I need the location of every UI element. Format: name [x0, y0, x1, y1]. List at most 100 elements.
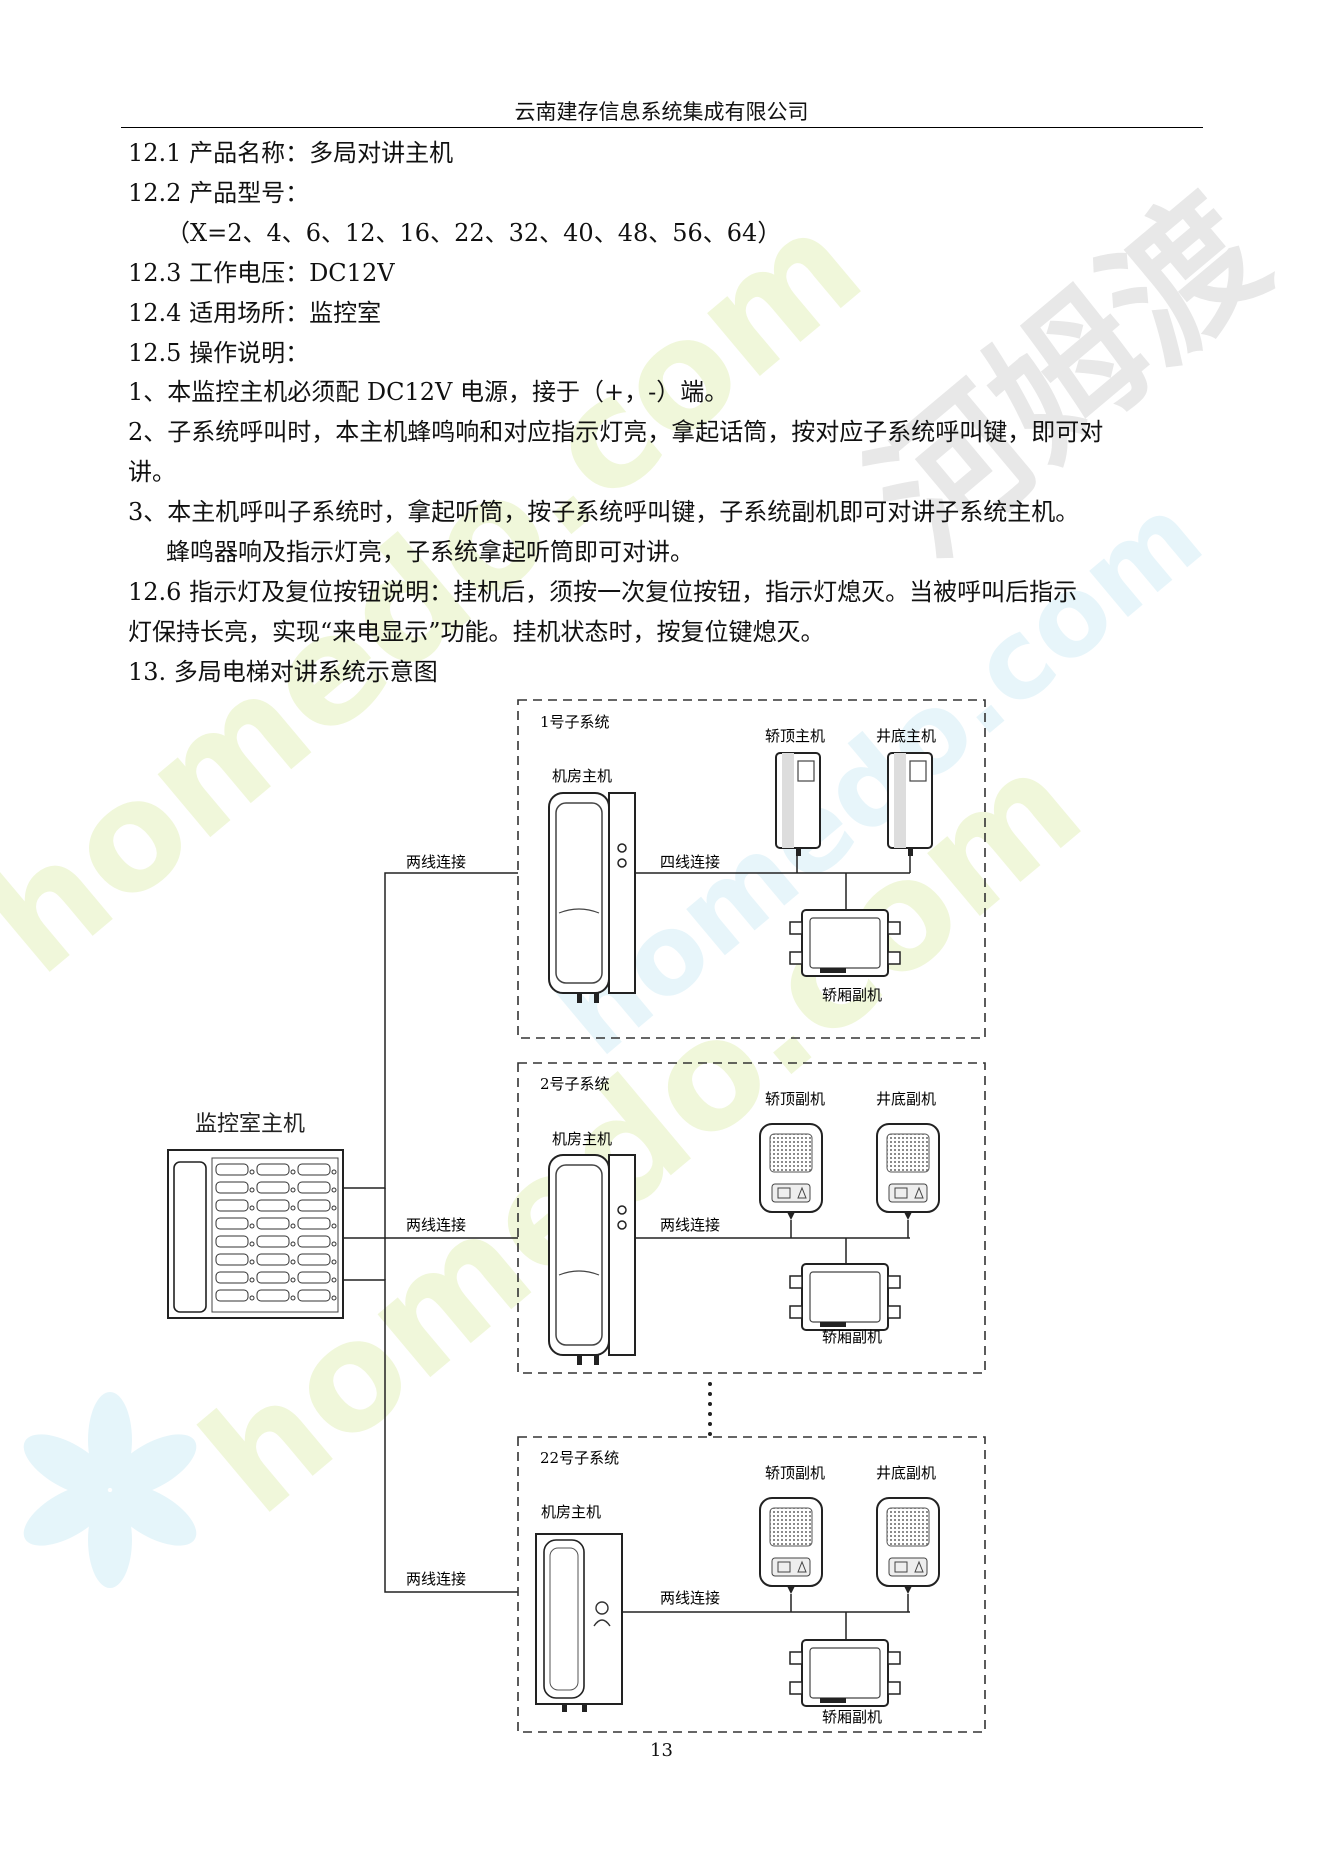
subsystem-1-top-unit-label: 轿顶主机: [765, 727, 825, 745]
header-rule: [121, 127, 1203, 128]
text-line-operation-2b: 讲。: [128, 458, 176, 486]
monitor-call-key: [215, 1289, 249, 1302]
text-line-indicator-b: 灯保持长亮，实现“来电显示”功能。挂机状态时，按复位键熄灭。: [128, 618, 825, 646]
monitor-indicator-light: [290, 1205, 296, 1211]
text-line-indicator: 12.6 指示灯及复位按钮说明：挂机后，须按一次复位按钮，指示灯熄灭。当被呼叫后…: [128, 578, 1078, 606]
monitor-indicator-light: [331, 1205, 337, 1211]
monitor-indicator-light: [331, 1241, 337, 1247]
monitor-call-key: [215, 1253, 249, 1266]
monitor-call-key: [256, 1253, 290, 1266]
subsystem-22-right-link-label: 两线连接: [660, 1589, 720, 1607]
monitor-call-key: [256, 1289, 290, 1302]
subsystem-2-room-host-label: 机房主机: [552, 1130, 612, 1148]
monitor-indicator-light: [249, 1295, 255, 1301]
monitor-indicator-light: [290, 1259, 296, 1265]
monitor-indicator-light: [249, 1187, 255, 1193]
monitor-indicator-light: [331, 1277, 337, 1283]
subsystem-22-car-unit-label: 轿厢副机: [822, 1708, 882, 1726]
monitor-call-key: [256, 1271, 290, 1284]
text-line-operation-3b: 蜂鸣器响及指示灯亮，子系统拿起听筒即可对讲。: [166, 538, 694, 566]
monitor-indicator-light: [249, 1205, 255, 1211]
monitor-call-key: [297, 1199, 331, 1212]
monitor-indicator-light: [331, 1223, 337, 1229]
monitor-indicator-light: [249, 1241, 255, 1247]
monitor-call-key: [297, 1163, 331, 1176]
text-line-model: 12.2 产品型号：: [128, 179, 310, 207]
monitor-call-key: [297, 1271, 331, 1284]
text-line-product-name: 12.1 产品名称：多局对讲主机: [128, 139, 454, 167]
monitor-call-key: [215, 1217, 249, 1230]
subsystem-22-top-unit-label: 轿顶副机: [765, 1464, 825, 1482]
subsystem-1-pit-unit-label: 井底主机: [876, 727, 936, 745]
monitor-call-key: [256, 1199, 290, 1212]
subsystem-1: 1号子系统 机房主机 两线连接 四线连接 轿顶主机 井底主机 轿厢副机: [406, 699, 986, 1039]
monitor-host-device: [167, 1149, 344, 1319]
subsystem-22-top-unit-device: [759, 1497, 823, 1595]
monitor-indicator-light: [249, 1259, 255, 1265]
subsystem-2-left-link-label: 两线连接: [406, 1216, 466, 1234]
monitor-host-label: 监控室主机: [195, 1112, 305, 1137]
text-line-place: 12.4 适用场所：监控室: [128, 299, 382, 327]
text-line-operation-2: 2、子系统呼叫时，本主机蜂鸣响和对应指示灯亮，拿起话筒，按对应子系统呼叫键，即可…: [128, 418, 1104, 446]
monitor-call-key: [215, 1271, 249, 1284]
monitor-indicator-light: [249, 1277, 255, 1283]
monitor-indicator-light: [290, 1187, 296, 1193]
monitor-call-key: [256, 1217, 290, 1230]
monitor-call-key: [215, 1199, 249, 1212]
text-line-operation-title: 12.5 操作说明：: [128, 339, 310, 367]
monitor-indicator-light: [249, 1223, 255, 1229]
text-line-operation-1: 1、本监控主机必须配 DC12V 电源，接于（+，-）端。: [128, 378, 729, 406]
monitor-call-key: [297, 1253, 331, 1266]
monitor-indicator-light: [249, 1169, 255, 1175]
trunk-wiring: [343, 872, 518, 1593]
monitor-call-key: [297, 1217, 331, 1230]
subsystem-2: 2号子系统 机房主机 两线连接 两线连接 轿顶副机 井底副机 轿厢副机: [406, 1062, 986, 1374]
monitor-indicator-light: [290, 1223, 296, 1229]
subsystem-22-left-link-label: 两线连接: [406, 1570, 466, 1588]
header-company: 云南建存信息系统集成有限公司: [514, 100, 809, 124]
subsystem-2-room-host-device: [548, 1154, 636, 1366]
subsystem-2-pit-unit-label: 井底副机: [876, 1090, 936, 1108]
subsystem-22-title: 22号子系统: [540, 1449, 619, 1467]
monitor-call-key: [215, 1181, 249, 1194]
monitor-call-key: [256, 1181, 290, 1194]
subsystem-1-car-unit-device: [789, 909, 901, 977]
monitor-indicator-light: [290, 1169, 296, 1175]
subsystem-2-car-unit-label: 轿厢副机: [822, 1328, 882, 1346]
subsystem-22-room-host-label: 机房主机: [541, 1503, 601, 1521]
subsystem-1-room-host-label: 机房主机: [552, 767, 612, 785]
monitor-indicator-light: [331, 1187, 337, 1193]
monitor-call-key: [297, 1235, 331, 1248]
monitor-call-key: [256, 1235, 290, 1248]
subsystem-2-pit-unit-device: [876, 1123, 940, 1221]
subsystem-22-car-unit-device: [789, 1639, 901, 1707]
subsystem-1-room-host-device: [548, 792, 636, 1004]
subsystem-2-top-unit-device: [759, 1123, 823, 1221]
subsystem-1-pit-unit-device: [887, 752, 933, 857]
subsystem-22: 22号子系统 机房主机 两线连接 两线连接 轿顶副机 井底副机 轿厢副机: [406, 1436, 986, 1733]
monitor-call-key: [297, 1181, 331, 1194]
monitor-indicator-light: [290, 1241, 296, 1247]
monitor-call-key: [297, 1289, 331, 1302]
page-number: 13: [650, 1740, 673, 1761]
subsystem-22-pit-unit-device: [876, 1497, 940, 1595]
monitor-indicator-light: [290, 1277, 296, 1283]
subsystem-1-car-unit-label: 轿厢副机: [822, 986, 882, 1004]
monitor-indicator-light: [331, 1259, 337, 1265]
subsystem-1-title: 1号子系统: [540, 713, 610, 731]
subsystem-1-right-link-label: 四线连接: [660, 853, 720, 871]
subsystem-2-car-unit-device: [789, 1263, 901, 1331]
text-line-model-list: （X=2、4、6、12、16、22、32、40、48、56、64）: [166, 219, 782, 247]
monitor-indicator-light: [290, 1295, 296, 1301]
continuation-dots: [708, 1382, 712, 1436]
subsystem-1-top-unit-device: [775, 752, 821, 857]
monitor-call-key: [215, 1163, 249, 1176]
text-line-operation-3: 3、本主机呼叫子系统时，拿起听筒，按子系统呼叫键，子系统副机即可对讲子系统主机。: [128, 498, 1080, 526]
monitor-indicator-light: [331, 1169, 337, 1175]
subsystem-22-pit-unit-label: 井底副机: [876, 1464, 936, 1482]
subsystem-2-title: 2号子系统: [540, 1075, 610, 1093]
monitor-call-key: [256, 1163, 290, 1176]
text-line-voltage: 12.3 工作电压：DC12V: [128, 259, 395, 287]
